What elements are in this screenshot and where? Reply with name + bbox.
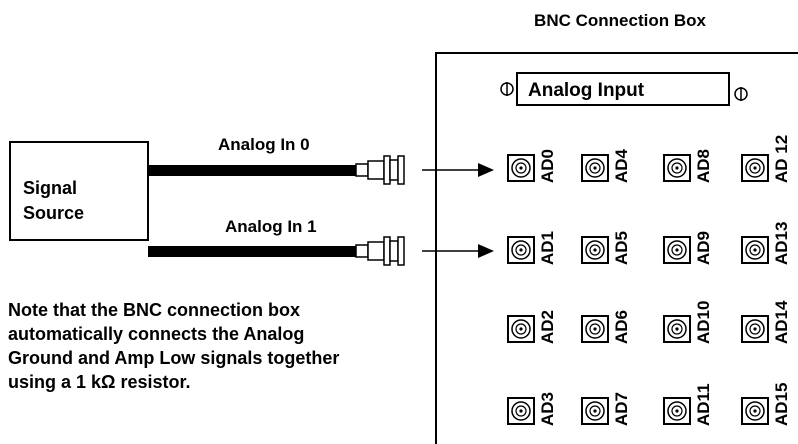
cable-label: Analog In 1: [225, 217, 317, 236]
channel-label: AD9: [694, 231, 713, 265]
analog-input-block: [516, 72, 730, 106]
channel-label: AD11: [694, 383, 713, 426]
analog-input-connector: Analog Input: [500, 72, 748, 106]
bnc-jack-ad10: AD10: [663, 301, 713, 344]
channel-label: AD1: [538, 231, 557, 265]
cable-analog-in-0: Analog In 0: [148, 135, 494, 185]
analog-input-label: Analog Input: [528, 80, 645, 101]
channel-label: AD6: [612, 310, 631, 344]
box-title: BNC Connection Box: [534, 11, 706, 30]
bnc-jack-ad12: AD 12: [741, 135, 791, 183]
channel-label: AD4: [612, 148, 631, 183]
channel-label: AD15: [772, 383, 791, 426]
channel-label: AD7: [612, 392, 631, 426]
note-line: using a 1 kΩ resistor.: [8, 372, 191, 392]
cable-line: [148, 165, 356, 176]
note-line: automatically connects the Analog: [8, 324, 305, 344]
bnc-jack-ad1: AD1: [507, 231, 557, 265]
channel-label: AD5: [612, 231, 631, 265]
channel-label: AD2: [538, 310, 557, 344]
cable-label: Analog In 0: [218, 135, 310, 154]
arrowhead-icon: [478, 244, 494, 258]
bnc-jack-ad8: AD8: [663, 149, 713, 183]
bnc-jack-ad13: AD13: [741, 222, 791, 265]
bnc-jack-ad7: AD7: [581, 392, 631, 426]
signal-source-label-line2: Source: [23, 203, 84, 223]
bnc-jack-ad2: AD2: [507, 310, 557, 344]
channel-label: AD3: [538, 392, 557, 426]
bnc-jack-ad3: AD3: [507, 392, 557, 426]
bnc-jack-ad5: AD5: [581, 231, 631, 265]
note-line: Note that the BNC connection box: [8, 300, 300, 320]
bnc-jack-ad9: AD9: [663, 231, 713, 265]
bnc-jack-ad6: AD6: [581, 310, 631, 344]
note-text: Note that the BNC connection box automat…: [8, 298, 408, 394]
channel-label: AD13: [772, 222, 791, 265]
arrowhead-icon: [478, 163, 494, 177]
channel-label: AD 12: [772, 135, 791, 183]
signal-source-box: [9, 141, 149, 241]
bnc-jack-ad11: AD11: [663, 383, 713, 426]
bnc-jack-ad4: AD4: [581, 148, 631, 183]
signal-source-label-line1: Signal: [23, 178, 77, 198]
bnc-jack-ad15: AD15: [741, 383, 791, 426]
note-line: Ground and Amp Low signals together: [8, 348, 340, 368]
bnc-box-outline: [435, 52, 798, 444]
bnc-jack-ad0: AD0: [507, 149, 557, 183]
channel-label: AD8: [694, 149, 713, 183]
bnc-plug-icon: [355, 155, 405, 185]
cable-analog-in-1: Analog In 1: [148, 217, 494, 266]
channel-label: AD10: [694, 301, 713, 344]
channel-label: AD0: [538, 149, 557, 183]
cable-line: [148, 246, 356, 257]
bnc-jack-ad14: AD14: [741, 300, 791, 344]
channel-label: AD14: [772, 300, 791, 344]
bnc-plug-icon: [355, 236, 405, 266]
